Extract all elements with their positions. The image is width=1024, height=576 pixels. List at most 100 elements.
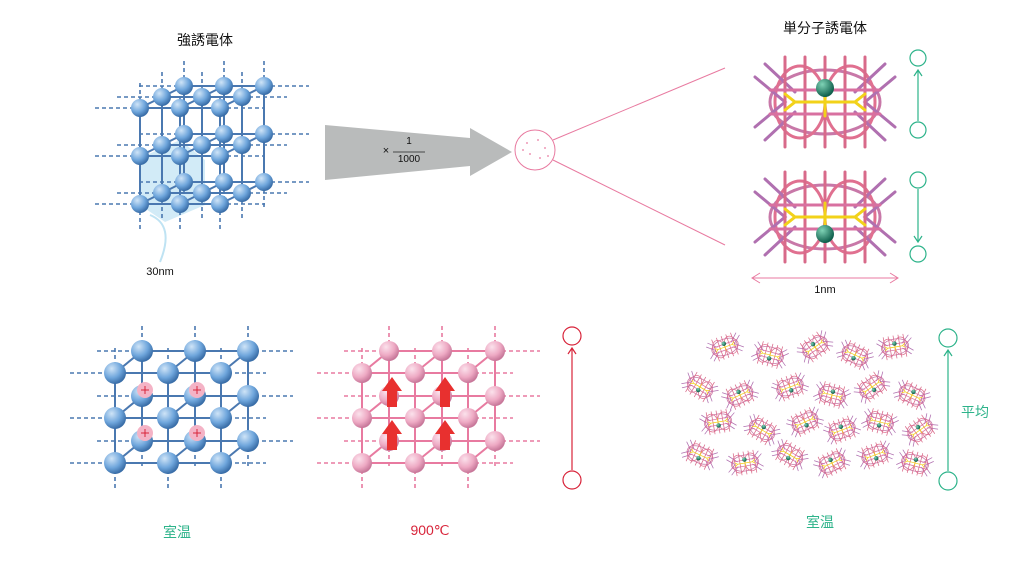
atom bbox=[379, 341, 399, 361]
atom bbox=[171, 195, 189, 213]
ion bbox=[828, 457, 833, 463]
atom bbox=[405, 363, 425, 383]
minus-circle-icon bbox=[909, 121, 927, 139]
small-molecule bbox=[769, 370, 811, 404]
title-ferroelectric: 強誘電体 bbox=[177, 32, 233, 48]
displacement-arrow-icon bbox=[435, 420, 455, 450]
label-900c: 900℃ bbox=[410, 522, 450, 538]
atom bbox=[233, 184, 251, 202]
plus-icon bbox=[141, 429, 149, 437]
fraction-numerator: 1 bbox=[406, 136, 412, 147]
atom bbox=[458, 453, 478, 473]
atom bbox=[210, 407, 232, 429]
small-molecule bbox=[811, 379, 853, 411]
atom bbox=[193, 184, 211, 202]
atom bbox=[157, 452, 179, 474]
plus-icon bbox=[141, 386, 149, 394]
atom bbox=[171, 147, 189, 165]
small-molecule bbox=[854, 438, 896, 472]
atom bbox=[432, 341, 452, 361]
ion-top bbox=[816, 79, 834, 97]
atom bbox=[485, 431, 505, 451]
ion-bottom bbox=[816, 225, 834, 243]
molecule-dots bbox=[522, 139, 549, 159]
scale-1nm-arrow bbox=[751, 272, 899, 284]
atom bbox=[237, 385, 259, 407]
small-molecule bbox=[821, 413, 863, 447]
atom bbox=[171, 99, 189, 117]
ion bbox=[830, 389, 836, 394]
plus-circle-icon bbox=[909, 245, 927, 263]
ion bbox=[810, 341, 816, 347]
atom bbox=[153, 136, 171, 154]
small-molecule bbox=[719, 377, 761, 413]
average-arrow bbox=[943, 348, 953, 471]
atom bbox=[237, 340, 259, 362]
atom bbox=[485, 386, 505, 406]
atom bbox=[131, 147, 149, 165]
atom bbox=[352, 453, 372, 473]
atom bbox=[175, 77, 193, 95]
small-molecule bbox=[811, 445, 853, 481]
unit-cell-highlight bbox=[140, 140, 205, 222]
molecule-down bbox=[753, 170, 897, 264]
magnified-region-circle bbox=[514, 129, 556, 171]
title-single-molecule: 単分子誘電体 bbox=[783, 20, 867, 36]
atom bbox=[193, 88, 211, 106]
atom bbox=[211, 99, 229, 117]
scale-down-arrow bbox=[325, 125, 512, 180]
ion bbox=[851, 355, 856, 361]
ion bbox=[786, 455, 791, 461]
small-molecule bbox=[704, 330, 746, 364]
atom bbox=[215, 77, 233, 95]
atom bbox=[255, 125, 273, 143]
atom bbox=[131, 340, 153, 362]
atom bbox=[458, 363, 478, 383]
atom bbox=[352, 408, 372, 428]
atom bbox=[131, 195, 149, 213]
atom bbox=[215, 173, 233, 191]
plus-icon bbox=[193, 429, 201, 437]
size-pointer bbox=[149, 214, 167, 263]
ion bbox=[913, 457, 919, 462]
atom bbox=[237, 430, 259, 452]
ion bbox=[915, 424, 921, 430]
atom bbox=[233, 88, 251, 106]
atom bbox=[104, 407, 126, 429]
plus-circle-icon bbox=[562, 326, 582, 346]
minus-circle-icon bbox=[909, 171, 927, 189]
ion bbox=[788, 388, 794, 393]
small-molecule bbox=[768, 436, 812, 474]
small-molecule bbox=[834, 337, 876, 373]
minus-circle-icon bbox=[562, 470, 582, 490]
ion bbox=[876, 423, 882, 428]
dipole-up-arrow bbox=[913, 68, 923, 121]
label-1nm: 1nm bbox=[814, 284, 836, 296]
ion bbox=[804, 422, 809, 428]
ion bbox=[742, 457, 747, 462]
atom bbox=[184, 340, 206, 362]
small-molecule bbox=[859, 406, 901, 438]
small-molecule bbox=[850, 367, 894, 407]
ion bbox=[721, 341, 727, 346]
polarization-arrow bbox=[567, 346, 577, 470]
atom bbox=[233, 136, 251, 154]
small-molecule bbox=[698, 407, 738, 437]
atom bbox=[157, 362, 179, 384]
ion bbox=[892, 341, 897, 346]
displacement-arrow-icon bbox=[435, 377, 455, 407]
atom bbox=[193, 136, 211, 154]
room-temp-lattice bbox=[70, 326, 293, 488]
atom bbox=[210, 362, 232, 384]
label-room-temp-left: 室温 bbox=[163, 524, 191, 540]
ion bbox=[736, 389, 741, 395]
ion bbox=[696, 387, 701, 393]
small-molecule bbox=[740, 411, 784, 449]
atom bbox=[405, 453, 425, 473]
ion bbox=[766, 356, 772, 361]
ferroelectric-lattice-3d bbox=[95, 61, 309, 263]
atom bbox=[157, 407, 179, 429]
small-molecule bbox=[894, 447, 936, 479]
